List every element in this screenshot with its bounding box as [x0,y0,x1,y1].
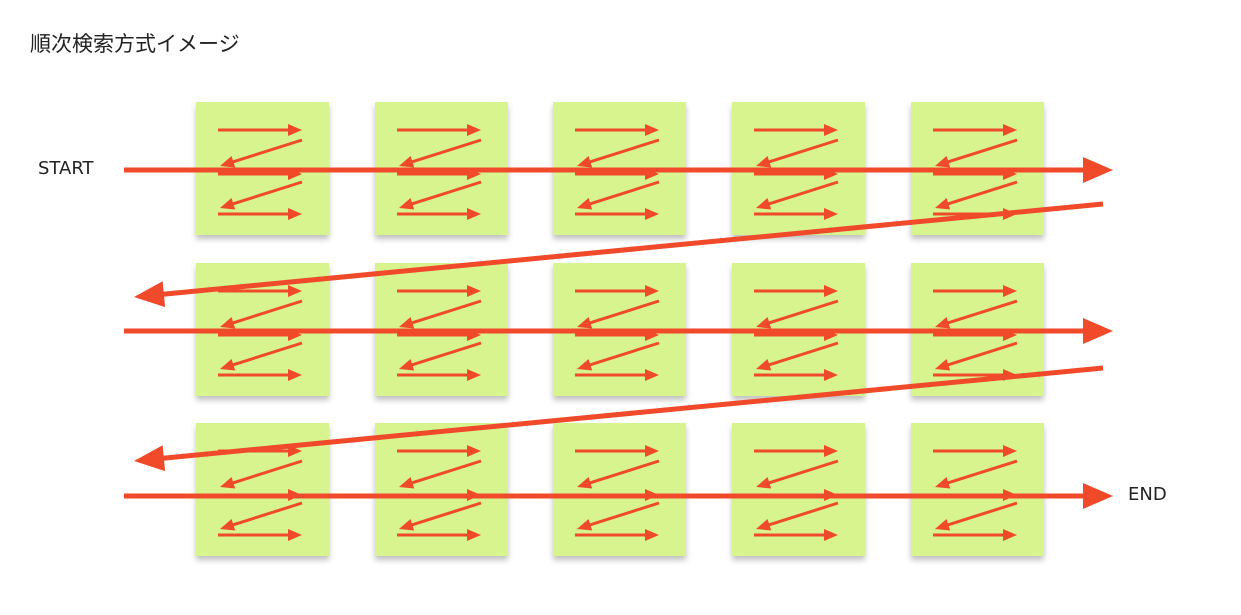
note-arrow-diagonal [220,501,303,531]
note-arrow-right [397,285,481,297]
note-arrow-right [218,124,302,136]
note-arrow-right [218,369,302,381]
note-arrow-diagonal [577,180,660,210]
note-arrow-diagonal [756,501,839,531]
note-arrow-right [397,208,481,220]
main-return-arrow-2 [134,365,1104,472]
note-arrow-right [754,529,838,541]
note-arrow-diagonal [756,180,839,210]
note-arrow-diagonal [399,459,482,489]
note-arrow-right [933,529,1017,541]
note-arrow-diagonal [577,341,660,371]
note-arrow-right [754,208,838,220]
note-arrow-diagonal [220,459,303,489]
note-arrow-right [933,124,1017,136]
note-arrow-diagonal [935,459,1018,489]
note-arrow-diagonal [220,299,303,329]
note-arrow-diagonal [577,459,660,489]
note-arrow-diagonal [935,180,1018,210]
main-arrow-row-3 [124,483,1113,509]
note-arrow-diagonal [220,138,303,168]
note-arrow-diagonal [399,180,482,210]
note-arrow-diagonal [399,501,482,531]
note-arrow-diagonal [935,299,1018,329]
main-arrows-layer [124,157,1113,509]
note-arrow-right [218,529,302,541]
diagram-title: 順次検索方式イメージ [30,32,240,56]
note-arrow-diagonal [399,341,482,371]
end-label: END [1128,484,1167,505]
note-arrow-diagonal [756,138,839,168]
inner-arrows-layer [218,124,1018,541]
note-arrow-right [754,369,838,381]
note-arrow-diagonal [935,501,1018,531]
note-arrow-diagonal [399,299,482,329]
note-arrow-right [933,285,1017,297]
main-arrow-row-1 [124,157,1113,183]
note-arrow-right [218,285,302,297]
note-arrow-diagonal [935,341,1018,371]
note-arrow-diagonal [577,501,660,531]
note-arrow-right [575,124,659,136]
note-arrow-right [397,124,481,136]
note-arrow-right [575,369,659,381]
note-arrow-diagonal [577,299,660,329]
note-arrow-right [575,529,659,541]
note-arrow-right [575,445,659,457]
note-arrow-right [397,445,481,457]
main-return-arrow-1 [134,201,1104,308]
main-arrow-row-2 [124,318,1113,344]
note-arrow-right [754,124,838,136]
note-arrow-diagonal [577,138,660,168]
note-arrow-diagonal [756,341,839,371]
note-arrow-right [933,445,1017,457]
note-arrow-right [754,445,838,457]
note-arrow-right [575,285,659,297]
note-arrow-diagonal [756,299,839,329]
note-arrow-diagonal [935,138,1018,168]
note-arrow-right [397,529,481,541]
start-label: START [38,158,94,179]
note-arrow-right [218,208,302,220]
note-arrow-diagonal [399,138,482,168]
note-arrow-right [754,285,838,297]
note-arrow-right [575,208,659,220]
note-arrow-diagonal [756,459,839,489]
note-arrow-diagonal [220,341,303,371]
note-arrow-diagonal [220,180,303,210]
note-arrow-right [397,369,481,381]
